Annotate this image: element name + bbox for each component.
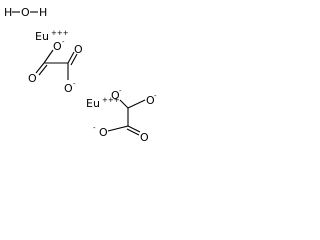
oxalate-2-oxygen-bottom-left: O <box>99 126 108 139</box>
oxalate-1-oxygen-bottom-left: O <box>28 72 37 85</box>
europium-charge-2: +++ <box>102 96 120 104</box>
oxalate-1-oxygen-top-right: O <box>74 43 83 56</box>
oxalate-2-bond-bottom-right-a <box>127 125 141 133</box>
oxalate-1: O - O O O - <box>28 38 83 95</box>
oxalate-2-bond-top-left <box>119 99 129 109</box>
oxalate-2-oxygen-bottom-left-charge: - <box>93 124 96 132</box>
oxalate-2-oxygen-top-left-charge: - <box>119 87 122 95</box>
oxalate-2-oxygen-top-right-charge: - <box>154 92 157 100</box>
europium-charge-1: +++ <box>51 29 69 37</box>
oxalate-1-oxygen-top-left: O <box>53 40 62 53</box>
europium-symbol-1: Eu <box>35 30 49 43</box>
oxalate-2-oxygen-bottom-right: O <box>140 131 149 144</box>
water-hydrogen-left: H <box>4 6 12 19</box>
europium-symbol-2: Eu <box>86 97 100 110</box>
oxalate-1-bond-bottom-left-a <box>35 62 45 74</box>
water-hydrogen-right: H <box>39 6 47 19</box>
water-molecule: H O H <box>4 6 47 19</box>
oxalate-2: O - O - O - O <box>93 87 157 144</box>
europium-ion-1: Eu +++ <box>35 29 69 43</box>
oxalate-1-oxygen-bottom-right: O <box>64 82 73 95</box>
oxalate-2-bond-bottom-left <box>107 125 129 132</box>
oxalate-1-oxygen-bottom-right-charge: - <box>73 80 76 88</box>
oxalate-1-bond-top-right-a <box>67 51 75 64</box>
oxalate-1-bond-top-left <box>43 49 54 64</box>
oxalate-2-bond-top-right <box>127 99 146 109</box>
oxalate-1-oxygen-top-left-charge: - <box>62 38 65 46</box>
europium-ion-2: Eu +++ <box>86 96 120 110</box>
oxalate-1-bond-bottom-left-b <box>38 64 48 76</box>
oxalate-2-bond-bottom-right-b <box>126 128 140 136</box>
oxalate-2-oxygen-top-left: O <box>111 89 120 102</box>
chemical-structure-diagram: H O H Eu +++ O - O O O - Eu +++ <box>4 6 157 144</box>
water-oxygen: O <box>21 6 30 19</box>
oxalate-2-oxygen-top-right: O <box>146 94 155 107</box>
oxalate-1-bond-top-right-b <box>70 53 78 66</box>
